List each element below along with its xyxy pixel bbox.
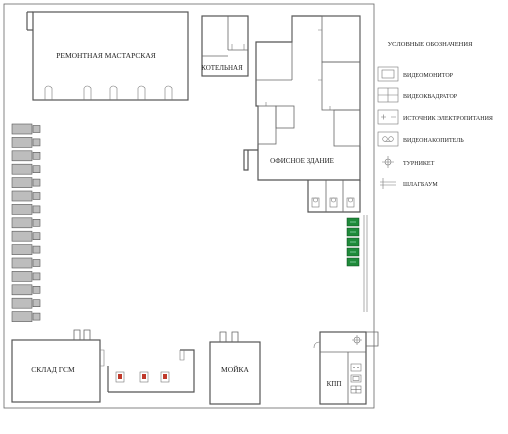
vehicle	[11, 163, 41, 175]
turnstile-icon	[352, 335, 362, 345]
fuel-station	[107, 349, 195, 393]
vehicle	[11, 137, 41, 148]
fuel-warehouse-building	[11, 329, 105, 403]
legend: УСЛОВНЫЕ ОБОЗНАЧЕНИЯ ВИДЕОМОНИТОР ВИДЕОК…	[377, 41, 493, 189]
office-label: ОФИСНОЕ ЗДАНИЕ	[270, 157, 334, 165]
vehicle-column	[11, 123, 41, 322]
vehicle	[11, 123, 41, 135]
site-perimeter	[3, 3, 375, 409]
fuel-pump-icon	[160, 371, 170, 383]
vehicle	[11, 190, 41, 202]
legend-label: ИСТОЧНИК ЭЛЕКТРОПИТАНИЯ	[403, 116, 493, 122]
legend-label: ВИДЕОКВАДРАТОР	[403, 94, 458, 100]
vehicle	[11, 271, 41, 282]
car-wash-building	[209, 331, 261, 405]
vehicle	[11, 311, 41, 322]
legend-label: ВИДЕОМОНИТОР	[403, 73, 454, 79]
vehicle	[11, 244, 41, 255]
legend-label: ШЛАГБАУМ	[403, 182, 438, 188]
vehicle	[11, 204, 41, 215]
vehicle	[11, 297, 41, 309]
workshop-label: РЕМОНТНАЯ МАСТАРСКАЯ	[56, 51, 156, 60]
video-monitor-icon	[350, 374, 362, 383]
boiler-building	[201, 15, 249, 77]
power-supply-icon	[377, 109, 399, 125]
vehicle	[11, 284, 41, 296]
vehicle	[11, 177, 41, 188]
wash-label: МОЙКА	[221, 365, 250, 374]
fuel-pump-icon	[115, 371, 125, 383]
video-quad-icon	[377, 87, 399, 103]
fuel-label: СКЛАД ГСМ	[31, 365, 75, 374]
vehicle	[11, 257, 41, 269]
boiler-label: КОТЕЛЬНАЯ	[201, 64, 243, 72]
vehicle	[11, 230, 41, 242]
fuel-pump-icon	[139, 371, 149, 383]
equipment-rack	[346, 217, 360, 267]
vehicle	[11, 150, 41, 162]
checkpoint-building	[313, 331, 379, 405]
turnstile-icon	[382, 156, 394, 168]
legend-label: ВИДЕОНАКОПИТЕЛЬ	[403, 138, 464, 144]
checkpoint-label: КПП	[327, 380, 342, 388]
office-building	[243, 15, 361, 213]
legend-label: ТУРНИКЕТ	[403, 161, 435, 167]
legend-title: УСЛОВНЫЕ ОБОЗНАЧЕНИЯ	[388, 41, 473, 48]
video-recorder-icon	[377, 131, 399, 147]
video-monitor-icon	[377, 66, 399, 82]
vehicle	[11, 217, 41, 229]
workshop-building	[26, 11, 189, 101]
power-supply-icon	[350, 363, 362, 372]
barrier-icon	[380, 178, 396, 189]
